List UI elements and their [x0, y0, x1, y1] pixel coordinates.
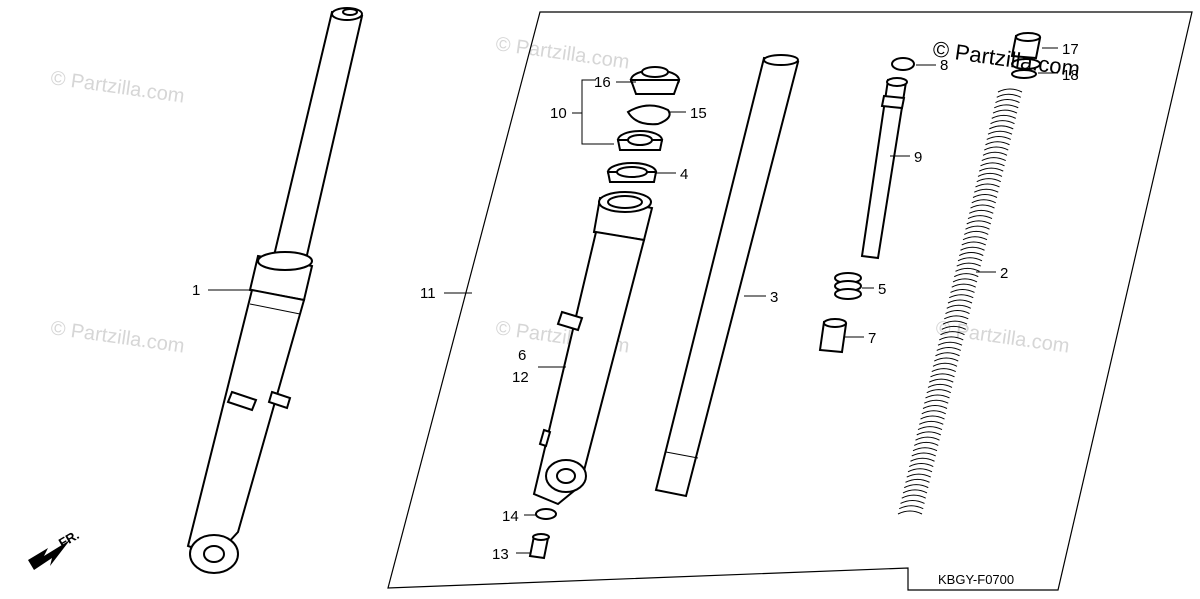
diagram-code: KBGY-F0700: [938, 572, 1014, 587]
callout-14: 14: [502, 508, 519, 525]
callout-4: 4: [680, 166, 688, 183]
callout-1: 1: [192, 282, 200, 299]
callout-8: 8: [940, 57, 948, 74]
stopper-ring: [626, 104, 671, 126]
callout-7: 7: [868, 330, 876, 347]
callout-15: 15: [690, 105, 707, 122]
callout-9: 9: [914, 149, 922, 166]
watermark-group: © Partzilla.com © Partzilla.com © Partzi…: [49, 33, 1071, 358]
callout-17: 17: [1062, 41, 1079, 58]
callout-6: 6: [518, 347, 526, 364]
watermark-text: © Partzilla.com: [49, 317, 186, 358]
callout-16: 16: [594, 74, 611, 91]
callout-13: 13: [492, 546, 509, 563]
oil-seal: [616, 130, 664, 151]
dust-seal: [629, 66, 681, 95]
watermark-text: © Partzilla.com: [494, 33, 631, 74]
callout-2: 2: [1000, 265, 1008, 282]
callout-10: 10: [550, 105, 567, 122]
bottom-case-assembly: [532, 191, 654, 506]
sealing-washer: [535, 508, 557, 520]
circlip: [891, 57, 915, 71]
back-up-ring: [606, 162, 658, 183]
callout-5: 5: [878, 281, 886, 298]
watermark-label: © Partzilla.com: [931, 36, 1081, 81]
callout-18: 18: [1062, 67, 1079, 84]
front-fork-assembly: [186, 7, 364, 574]
assembly-frame: [387, 11, 1193, 591]
fork-bolt: [1010, 32, 1042, 70]
callout-12: 12: [512, 369, 529, 386]
callout-3: 3: [770, 289, 778, 306]
o-ring: [1011, 69, 1037, 79]
oil-lock-piece: [818, 318, 848, 354]
socket-bolt: [528, 533, 550, 560]
callout-11: 11: [420, 285, 436, 302]
watermark-text: © Partzilla.com: [49, 67, 186, 108]
fork-pipe: [654, 54, 800, 498]
fork-spring: [897, 88, 1023, 515]
piston-rod: [860, 77, 908, 260]
rebound-spring: [834, 272, 862, 300]
arrow-down-left-icon: [28, 540, 70, 570]
